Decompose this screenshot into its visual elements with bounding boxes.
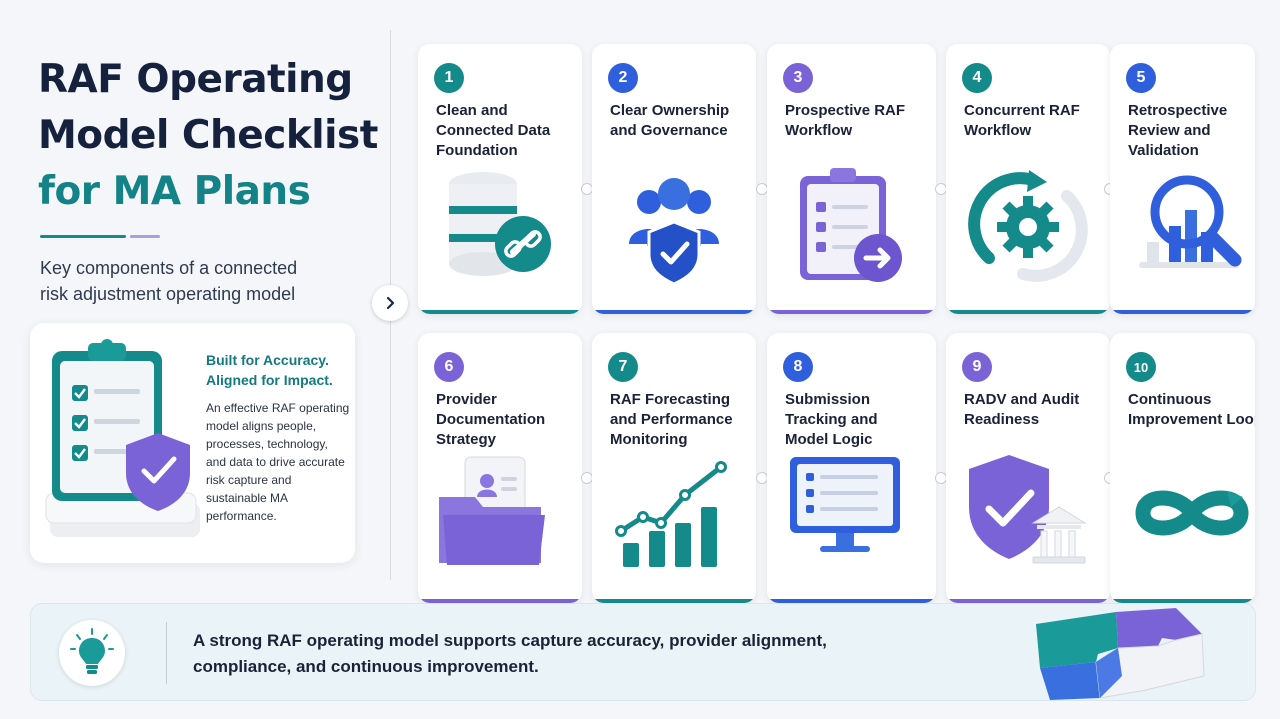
step-title: RADV and Audit Readiness: [964, 391, 1080, 428]
step-title: Concurrent RAF Workflow: [964, 102, 1080, 139]
step-connector-dot: [755, 183, 768, 195]
step-number-badge: 4: [962, 63, 992, 93]
step-title: Clean and Connected Data Foundation: [436, 102, 551, 159]
clipboard-arrow-icon: [784, 162, 914, 292]
step-title: Submission Tracking and Model Logic: [785, 391, 878, 448]
page-subtitle: Key components of a connected risk adjus…: [40, 255, 340, 307]
title-line-3: for MA Plans: [38, 169, 311, 214]
step-number-badge: 9: [962, 352, 992, 382]
puzzle-icon: [1026, 606, 1226, 705]
step-accent-bar: [592, 599, 756, 603]
step-accent-bar: [418, 310, 582, 314]
step-title: Prospective RAF Workflow: [785, 102, 906, 139]
step-accent-bar: [767, 599, 936, 603]
title-line-1: RAF Operating: [38, 57, 353, 102]
step-accent-bar: [418, 599, 582, 603]
banner-text: A strong RAF operating model supports ca…: [193, 631, 827, 676]
step-number-badge: 3: [783, 63, 813, 93]
step-accent-bar: [767, 310, 936, 314]
page-title: RAF Operating Model Checklist for MA Pla…: [38, 52, 378, 220]
step-accent-bar: [1110, 310, 1255, 314]
subtitle-line-1: Key components of a connected: [40, 258, 298, 278]
step-number-badge: 1: [434, 63, 464, 93]
step-number-badge: 7: [608, 352, 638, 382]
subtitle-line-2: risk adjustment operating model: [40, 284, 296, 304]
step-number-badge: 6: [434, 352, 464, 382]
info-heading-line-1: Built for Accuracy.: [206, 352, 329, 368]
info-heading-line-2: Aligned for Impact.: [206, 372, 333, 388]
monitor-checklist-icon: [784, 451, 914, 581]
step-title: Retrospective Review and Validation: [1128, 102, 1228, 159]
step-number-badge: 10: [1126, 352, 1156, 382]
lightbulb-icon: [59, 620, 125, 686]
shield-building-icon: [963, 451, 1093, 581]
gear-cycle-icon: [963, 162, 1093, 292]
info-card-body: An effective RAF operating model aligns …: [206, 401, 350, 523]
step-number-badge: 5: [1126, 63, 1156, 93]
summary-banner: A strong RAF operating model supports ca…: [30, 603, 1256, 701]
banner-separator: [166, 622, 167, 684]
info-card-heading: Built for Accuracy. Aligned for Impact.: [206, 350, 346, 390]
clipboard-shield-icon: [40, 333, 220, 558]
step-accent-bar: [1110, 599, 1255, 603]
team-shield-icon: [609, 162, 739, 292]
step-number-badge: 2: [608, 63, 638, 93]
growth-chart-icon: [609, 451, 739, 581]
database-link-icon: [435, 162, 565, 292]
step-number-badge: 8: [783, 352, 813, 382]
step-title: Clear Ownership and Governance: [610, 102, 730, 139]
magnifier-chart-icon: [1127, 162, 1255, 292]
step-accent-bar: [946, 599, 1110, 603]
step-title: Continuous Improvement Loop: [1128, 391, 1255, 428]
step-title: Provider Documentation Strategy: [436, 391, 546, 448]
info-card: Built for Accuracy. Aligned for Impact. …: [30, 323, 355, 563]
step-connector-dot: [755, 472, 768, 484]
step-accent-bar: [946, 310, 1110, 314]
title-line-2: Model Checklist: [38, 113, 378, 158]
folder-profile-icon: [435, 451, 565, 581]
step-accent-bar: [592, 310, 756, 314]
infinity-loop-icon: [1127, 451, 1255, 581]
chevron-right-icon[interactable]: [372, 285, 408, 321]
step-title: RAF Forecasting and Performance Monitori…: [610, 391, 733, 448]
